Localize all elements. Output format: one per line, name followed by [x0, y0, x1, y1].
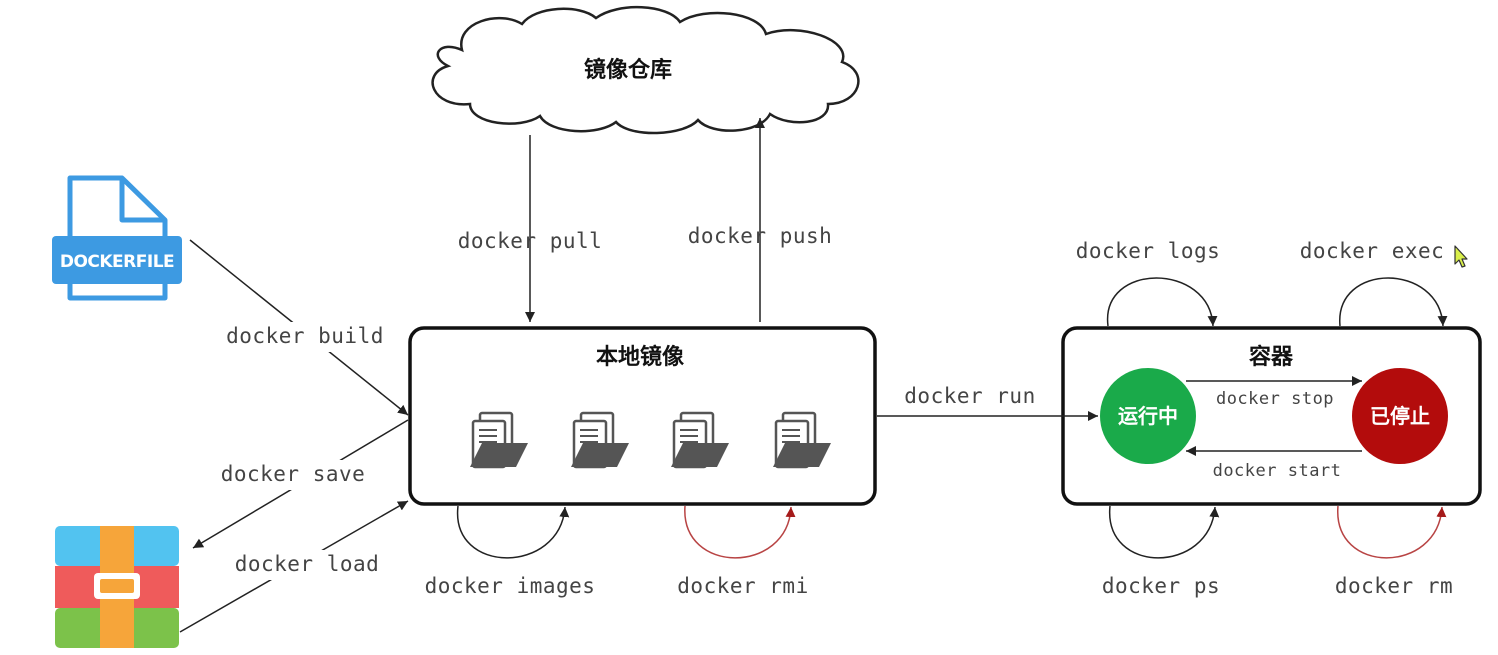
- load-command-label: docker load: [235, 552, 380, 576]
- logs-command-label: docker logs: [1076, 239, 1221, 263]
- stop-command-label: docker stop: [1216, 389, 1334, 409]
- images-loop-arrow: [457, 505, 570, 559]
- local-images-label: 本地镜像: [596, 344, 685, 370]
- save-label-bg: [216, 460, 370, 490]
- ps-command-label: docker ps: [1102, 574, 1220, 598]
- start-command-label: docker start: [1213, 461, 1342, 481]
- stopped-state-node: [1352, 368, 1448, 464]
- exec-command-label: docker exec: [1300, 239, 1445, 263]
- image-folder-icon: [671, 411, 729, 469]
- push-command-label: docker push: [688, 224, 833, 248]
- running-state-node: [1100, 368, 1196, 464]
- images-command-label: docker images: [425, 574, 596, 598]
- local-images-box: 本地镜像: [408, 326, 877, 506]
- rmi-loop-arrow: [684, 505, 796, 559]
- cloud-shape: [431, 6, 860, 135]
- dockerfile-icon-text: DOCKERFILE: [60, 252, 174, 272]
- archive-package-icon: [55, 526, 179, 648]
- dockerfile-document-icon: DOCKERFILE: [52, 175, 182, 301]
- build-label-bg: [220, 322, 390, 352]
- mouse-cursor-icon: [1454, 245, 1468, 268]
- container-label: 容器: [1249, 344, 1294, 370]
- running-label: 运行中: [1118, 404, 1178, 428]
- image-folder-icon: [571, 411, 629, 469]
- image-folder-icon: [773, 411, 831, 469]
- load-label-bg: [230, 550, 384, 580]
- rm-loop-arrow: [1337, 505, 1447, 559]
- registry-cloud: 镜像仓库: [431, 6, 860, 135]
- exec-loop-arrow: [1339, 277, 1448, 327]
- logs-loop-arrow: [1107, 277, 1218, 327]
- build-command-label: docker build: [226, 324, 384, 348]
- stopped-label: 已停止: [1370, 404, 1430, 428]
- ps-loop-arrow: [1109, 505, 1220, 559]
- run-command-label: docker run: [904, 384, 1035, 408]
- container-box: 容器 运行中 已停止 docker stop docker start: [1061, 326, 1482, 506]
- rm-command-label: docker rm: [1335, 574, 1453, 598]
- save-command-label: docker save: [221, 462, 366, 486]
- rmi-command-label: docker rmi: [677, 574, 808, 598]
- image-folder-icon: [470, 411, 528, 469]
- pull-command-label: docker pull: [458, 229, 603, 253]
- registry-label: 镜像仓库: [584, 57, 672, 83]
